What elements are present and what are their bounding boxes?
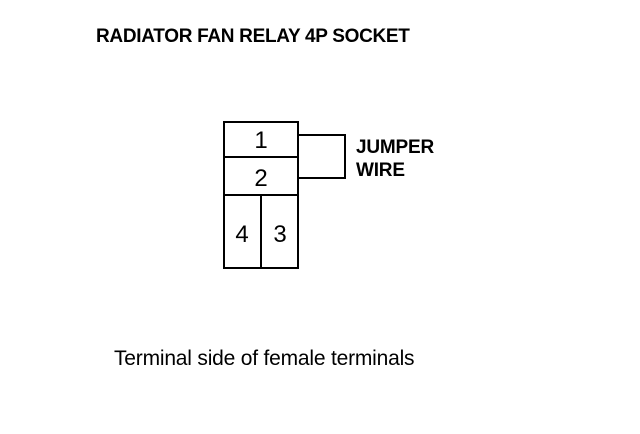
terminal-1: 1: [254, 127, 267, 154]
jumper-label-line2: WIRE: [356, 160, 405, 181]
terminal-4: 4: [235, 221, 248, 248]
jumper-wire: [298, 134, 346, 179]
jumper-label-line1: JUMPER: [356, 137, 434, 158]
terminal-3: 3: [273, 221, 286, 248]
terminal-2: 2: [254, 165, 267, 192]
jumper-wire-label: JUMPER WIRE: [356, 136, 434, 182]
diagram-title: RADIATOR FAN RELAY 4P SOCKET: [96, 26, 410, 47]
diagram-caption: Terminal side of female terminals: [114, 347, 415, 370]
